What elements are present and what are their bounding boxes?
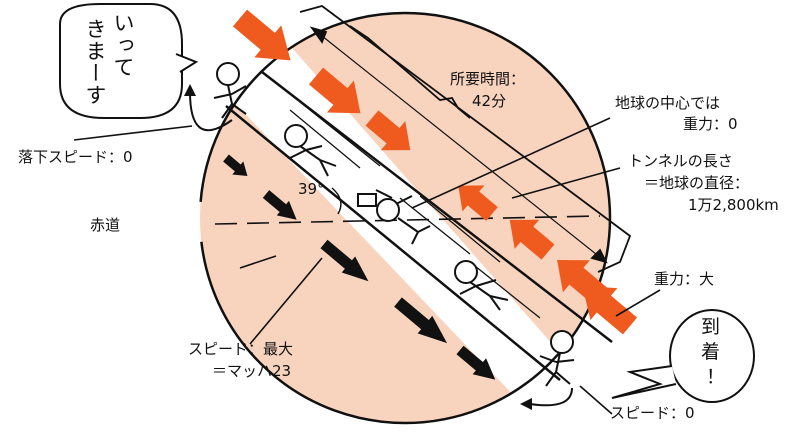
depart-bubble-line1: いって (111, 12, 135, 78)
speed-arrows (223, 154, 496, 380)
gravity-arrow-down (365, 110, 411, 151)
angle-label: 39° (298, 180, 325, 198)
depart-bubble-line2: きまーす (83, 18, 107, 106)
speed-arrow (394, 297, 448, 344)
travel-time-value: 42分 (472, 92, 507, 110)
time-bracket (349, 25, 471, 119)
gravity-arrow-up (509, 219, 555, 260)
angle-arc (331, 187, 342, 215)
arrive-bubble-line3: ！ (706, 366, 726, 388)
diameter-bracket (299, 5, 632, 273)
center-gravity-line1: 地球の中心では (615, 94, 721, 112)
speech-bubble-arrive (611, 309, 755, 403)
arrive-motion-arrow (529, 387, 573, 407)
speed-arrow (262, 190, 297, 220)
tunnel-wall-lower (225, 105, 561, 381)
speed-arrow (456, 345, 496, 380)
figure-arriving (539, 330, 575, 387)
gravity-arrow-down (308, 67, 361, 114)
tunnel-wall-upper (261, 71, 613, 343)
leader-lines (73, 117, 661, 415)
max-speed-line1: スピード：最大 (188, 340, 294, 358)
center-gravity-line2: 重力：0 (683, 115, 738, 133)
equator-label: 赤道 (90, 216, 121, 234)
gravity-arrows (232, 9, 638, 335)
gravity-arrow-down (232, 9, 291, 61)
depart-motion-arrow (189, 91, 233, 132)
figure-falling-2 (357, 189, 431, 245)
fall-speed-label: 落下スピード：0 (18, 148, 133, 166)
figure-departing (213, 62, 247, 119)
tunnel-length-line3: 1万2,800km (688, 196, 779, 214)
travel-time-label: 所要時間： (450, 70, 526, 88)
arrive-bubble-line2: 着 (701, 341, 721, 363)
figure-falling-3 (454, 260, 509, 311)
figure-falling-1 (284, 124, 337, 177)
earth-lower-half (200, 100, 560, 423)
speed-arrow (320, 239, 369, 282)
max-speed-line2: ＝マッハ23 (212, 362, 292, 380)
tunnel-length-line1: トンネルの長さ (628, 152, 733, 170)
tunnel (225, 71, 613, 381)
speed-arrow (223, 154, 248, 176)
speech-bubble-depart (59, 3, 199, 119)
equator-line (214, 215, 601, 225)
tunnel-length-line2: ＝地球の直径： (644, 174, 750, 192)
arrive-bubble-line1: 到 (701, 316, 721, 338)
gravity-arrow-up (458, 185, 498, 221)
gravity-large-label: 重力：大 (654, 270, 715, 288)
arrival-speed-label: スピード：0 (610, 404, 695, 422)
gravity-arrow-up (582, 286, 638, 335)
